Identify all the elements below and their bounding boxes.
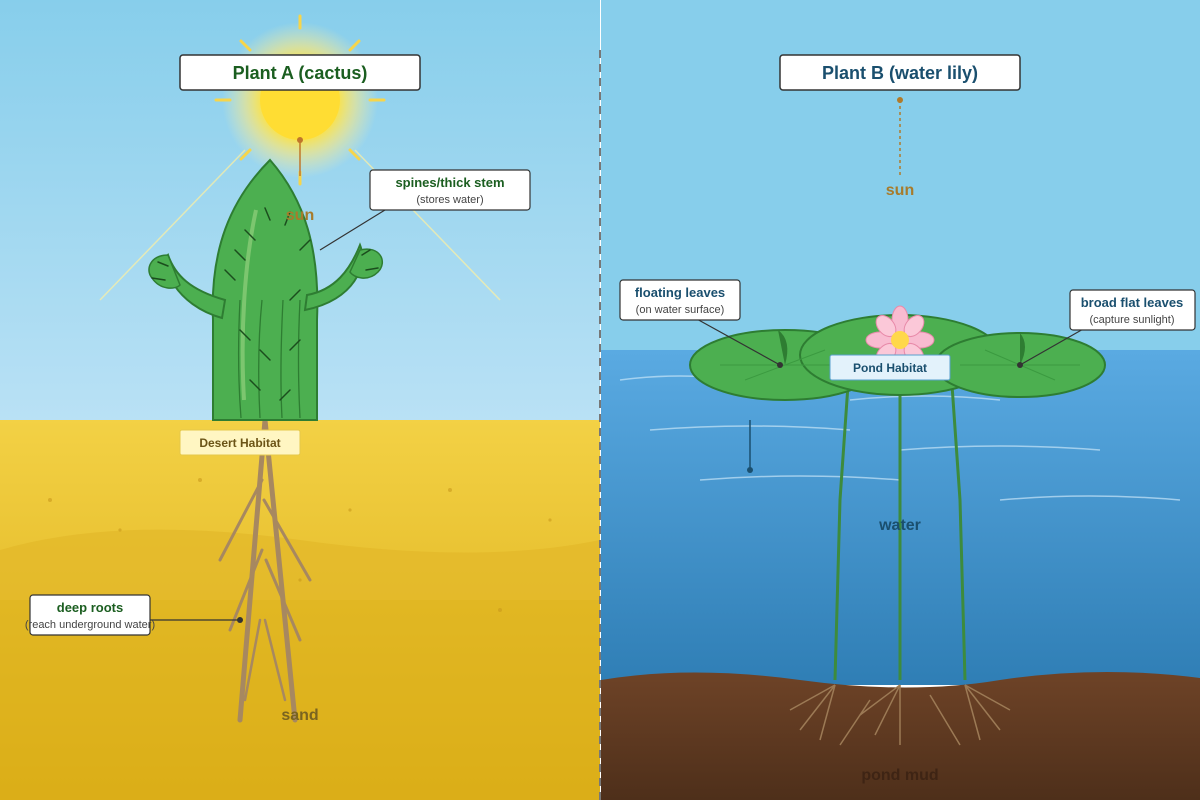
sand-label: sand: [281, 707, 318, 724]
stem-callout-subtitle: (stores water): [416, 194, 483, 206]
desert-habitat-badge: Desert Habitat: [179, 429, 301, 456]
pond-habitat-badge: Pond Habitat: [829, 354, 951, 381]
sand-grains: [48, 478, 552, 612]
roots-callout-box: deep roots (reach underground water): [25, 594, 155, 636]
plant-a-title-box: Plant A (cactus): [179, 54, 421, 91]
cactus-roots: [218, 417, 312, 723]
plant-b-title-box: Plant B (water lily): [779, 54, 1021, 91]
floating-callout-subtitle: (on water surface): [636, 304, 725, 316]
lily-stems: [833, 380, 967, 681]
plant-b-title: Plant B (water lily): [822, 63, 978, 83]
lily-roots: [789, 684, 1011, 746]
water-pointer-dot: [747, 467, 753, 473]
broad-callout-box: broad flat leaves (capture sunlight): [1069, 289, 1196, 331]
plant-a-title: Plant A (cactus): [233, 63, 368, 83]
pond-sun-label: sun: [886, 182, 914, 199]
desert-panel: sun Plant A (cactus) spines/thick stem (…: [0, 0, 600, 800]
floating-callout-leader: [694, 317, 781, 366]
floating-callout-dot: [777, 362, 783, 368]
floating-callout-title: floating leaves: [635, 285, 725, 300]
desert-habitat-label: Desert Habitat: [199, 436, 280, 450]
broad-callout-title: broad flat leaves: [1081, 295, 1184, 310]
sun-icon: [214, 14, 386, 186]
pond-panel: sun Plant B (water lily) floating leaves…: [601, 0, 1200, 800]
stem-callout-box: spines/thick stem (stores water): [369, 169, 531, 211]
floating-callout-box: floating leaves (on water surface): [619, 279, 741, 321]
broad-callout-subtitle: (capture sunlight): [1090, 314, 1175, 326]
pond-sun-pointer-dot: [897, 97, 903, 103]
water-label: water: [878, 517, 921, 534]
desert-sun-label: sun: [286, 207, 314, 224]
roots-callout-dot: [237, 617, 243, 623]
roots-callout-subtitle: (reach underground water): [25, 619, 155, 631]
stem-callout-title: spines/thick stem: [395, 175, 504, 190]
stem-callout-leader: [319, 209, 386, 251]
sun-ray: [99, 149, 246, 301]
broad-callout-leader: [1019, 327, 1086, 366]
broad-callout-dot: [1017, 362, 1023, 368]
cactus-spines: [151, 207, 379, 401]
roots-callout-title: deep roots: [57, 600, 123, 615]
cactus-plant: [148, 158, 383, 421]
pond-habitat-label: Pond Habitat: [853, 361, 927, 375]
pond-mud-label: pond mud: [861, 767, 938, 784]
